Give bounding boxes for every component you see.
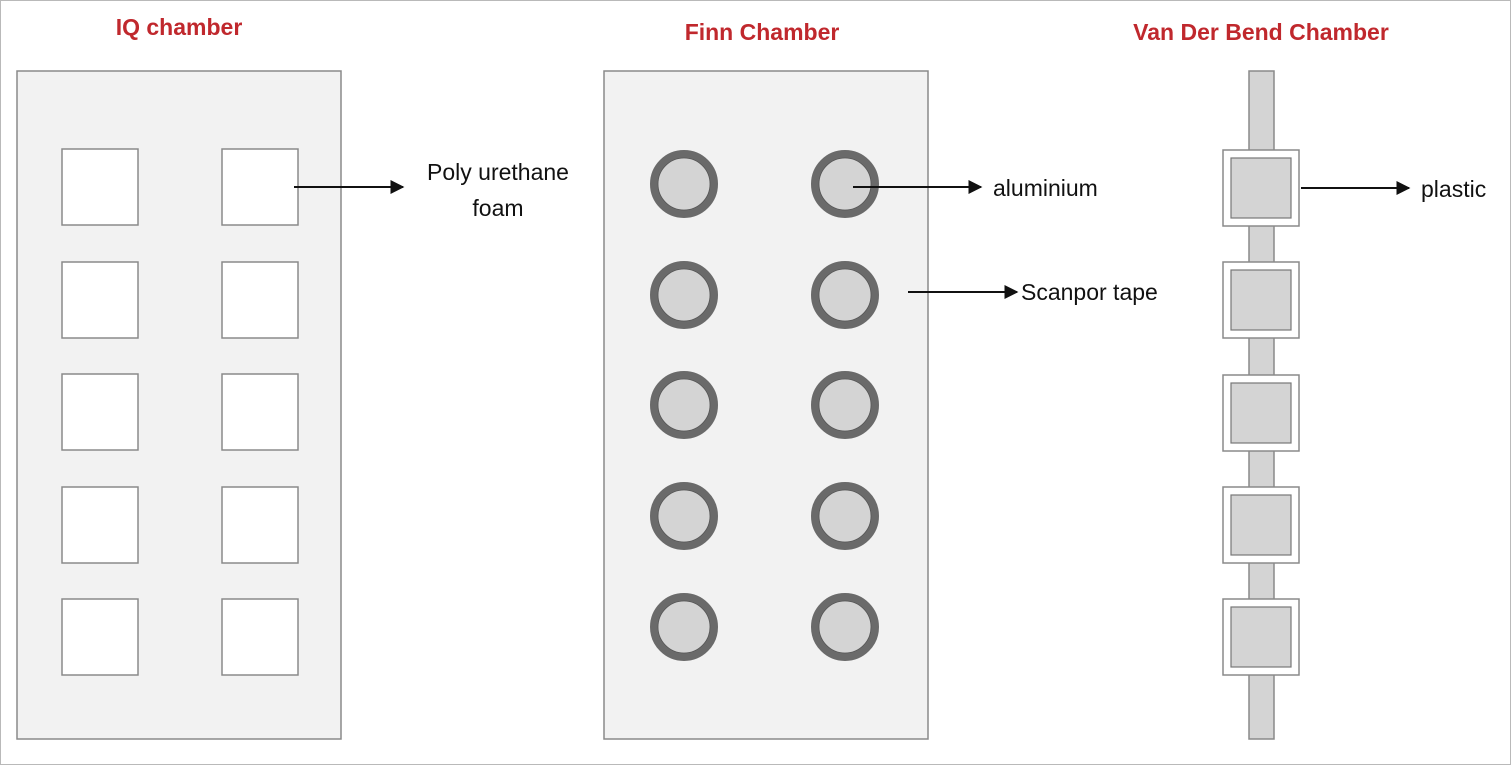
vdb-plastic-cell [1230,269,1292,331]
label-foam-line1: Poly urethane [427,159,569,185]
iq-foam-cell [221,261,299,339]
iq-foam-cells [61,148,299,676]
finn-aluminium-well [650,482,718,550]
finn-aluminium-well [650,371,718,439]
finn-chamber [603,70,929,740]
finn-aluminium-well [650,593,718,661]
finn-well-edge [657,378,711,432]
iq-foam-cell [61,486,139,564]
title-van-der-bend-chamber: Van Der Bend Chamber [1133,19,1389,45]
finn-well-edge [818,489,872,543]
iq-foam-cell [221,148,299,226]
finn-well-edge [818,600,872,654]
title-iq-chamber: IQ chamber [116,14,243,40]
iq-foam-cell [221,598,299,676]
vdb-plastic-cell [1230,494,1292,556]
iq-chamber [16,70,342,740]
finn-aluminium-well [811,150,879,218]
vdb-plastic-cells [1222,149,1300,676]
iq-foam-cell [221,486,299,564]
label-foam-line2: foam [472,195,523,221]
iq-foam-cell [61,148,139,226]
finn-well-edge [657,268,711,322]
label-aluminium: aluminium [993,175,1098,201]
title-finn-chamber: Finn Chamber [685,19,840,45]
vdb-plastic-cell [1230,382,1292,444]
finn-well-edge [818,157,872,211]
finn-aluminium-well [650,150,718,218]
iq-foam-cell [61,373,139,451]
finn-aluminium-well [811,593,879,661]
van-der-bend-chamber [1222,70,1300,740]
finn-aluminium-well [650,261,718,329]
label-scanpor-tape: Scanpor tape [1021,279,1158,305]
finn-well-edge [657,600,711,654]
finn-well-edge [818,268,872,322]
vdb-plastic-cell [1230,606,1292,668]
finn-aluminium-well [811,371,879,439]
vdb-plastic-cell [1230,157,1292,219]
finn-aluminium-wells [650,150,879,661]
label-plastic: plastic [1421,176,1486,202]
finn-well-edge [657,489,711,543]
finn-well-edge [818,378,872,432]
finn-aluminium-well [811,261,879,329]
iq-foam-cell [61,598,139,676]
iq-foam-cell [221,373,299,451]
iq-foam-cell [61,261,139,339]
finn-aluminium-well [811,482,879,550]
finn-well-edge [657,157,711,211]
